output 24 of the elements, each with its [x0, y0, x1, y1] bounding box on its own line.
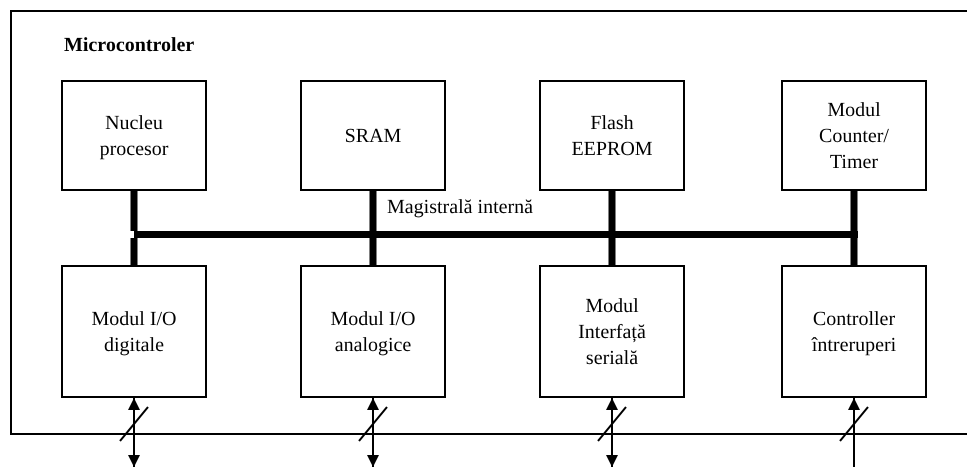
module-box: SRAM: [300, 80, 446, 191]
bus-connector: [370, 238, 376, 265]
arrow: [848, 398, 860, 467]
bus-connector: [608, 238, 616, 265]
module-box: Modul Interfață serială: [539, 265, 685, 398]
module-box: Modul Counter/ Timer: [781, 80, 927, 191]
bus-connector: [130, 238, 138, 265]
bus-connector: [130, 191, 138, 231]
bus-connector: [850, 191, 858, 231]
module-box: Modul I/O digitale: [61, 265, 207, 398]
bidirectional-arrow: [128, 398, 140, 467]
bidirectional-arrow: [367, 398, 379, 467]
module-box: Modul I/O analogice: [300, 265, 446, 398]
bus-label: Magistrală internă: [385, 196, 536, 219]
bus-bar: [134, 231, 858, 238]
module-box: Controller întreruperi: [781, 265, 927, 398]
module-box: Flash EEPROM: [539, 80, 685, 191]
module-box: Nucleu procesor: [61, 80, 207, 191]
frame-title: Microcontroler: [64, 34, 194, 57]
microcontroller-frame: [10, 10, 967, 435]
bus-connector: [850, 238, 858, 265]
bidirectional-arrow: [606, 398, 618, 467]
bus-connector: [608, 191, 616, 231]
bus-connector: [370, 191, 376, 231]
